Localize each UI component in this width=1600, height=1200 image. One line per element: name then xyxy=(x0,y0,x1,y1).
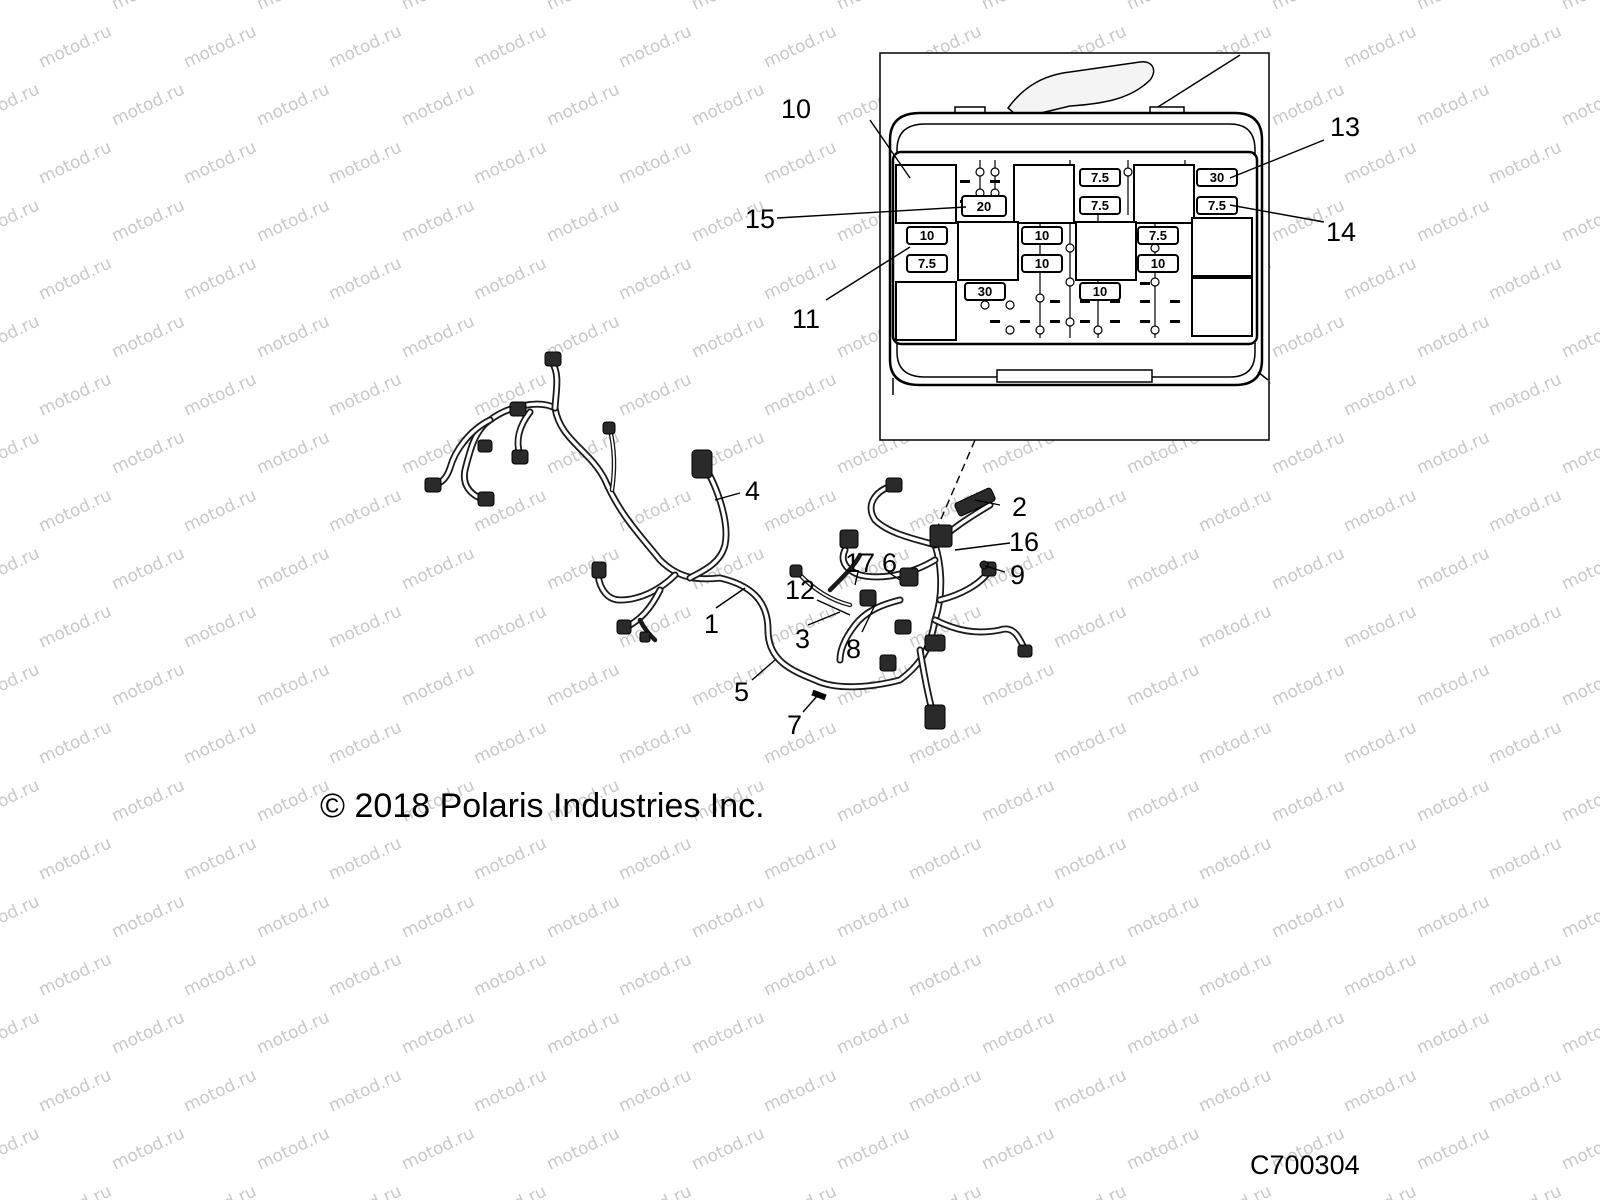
figure-code: C700304 xyxy=(1250,1150,1360,1180)
connector xyxy=(544,351,562,367)
fuse: 10 xyxy=(906,226,948,245)
connector xyxy=(979,560,989,570)
fuse: 7.5 xyxy=(906,254,948,273)
fuse-box-bottom-slot xyxy=(996,369,1153,383)
relay xyxy=(1191,217,1253,277)
fuse-rating: 10 xyxy=(1151,256,1165,271)
fuse-box-handle xyxy=(1006,61,1155,119)
fuse-rating: 10 xyxy=(1035,228,1049,243)
callout-9: 9 xyxy=(1010,560,1025,590)
connector xyxy=(885,477,903,493)
callout-11: 11 xyxy=(792,304,820,334)
callout-14: 14 xyxy=(1326,217,1356,247)
relay xyxy=(1013,164,1075,224)
connector xyxy=(929,524,953,548)
connector xyxy=(839,529,859,549)
fuse: 10 xyxy=(1021,226,1063,245)
fuse-box-detail-inset: 20 10 7.5 30 10 10 7.5 7.5 xyxy=(879,52,1270,441)
callout-17: 17 xyxy=(845,548,875,578)
fuse-rating: 7.5 xyxy=(1208,198,1226,213)
relay xyxy=(1191,277,1253,337)
callout-labels: 1 2 3 4 5 6 7 8 9 10 11 12 13 14 15 16 1… xyxy=(704,94,1360,740)
fuse-rating: 10 xyxy=(1093,284,1107,299)
connector xyxy=(424,477,442,493)
callout-3: 3 xyxy=(795,624,810,654)
fuse-box-housing-rim xyxy=(896,123,1256,378)
connector xyxy=(511,449,529,465)
fuse: 10 xyxy=(1021,254,1063,273)
fuse: 30 xyxy=(964,282,1006,301)
detail-reference-line xyxy=(934,439,976,534)
fuse-rating: 7.5 xyxy=(918,256,936,271)
fuse-rating: 7.5 xyxy=(1091,170,1109,185)
relay xyxy=(895,164,957,224)
connector xyxy=(691,449,713,479)
fuse: 20 xyxy=(961,195,1007,217)
fuse-rating: 30 xyxy=(978,284,992,299)
callout-7: 7 xyxy=(787,710,802,740)
fuse-rating: 7.5 xyxy=(1091,198,1109,213)
harness-clip xyxy=(811,689,827,701)
relays xyxy=(895,164,1253,341)
relay xyxy=(1133,164,1195,224)
fuse-box-lower-edge xyxy=(892,371,1269,395)
connector xyxy=(477,491,495,507)
connector xyxy=(1017,644,1033,658)
relay xyxy=(1075,221,1137,281)
connector xyxy=(954,487,996,517)
fuse: 30 xyxy=(1196,168,1238,187)
fuse: 7.5 xyxy=(1137,226,1179,245)
callout-8: 8 xyxy=(846,634,861,664)
connector xyxy=(924,704,946,730)
callout-5: 5 xyxy=(734,677,749,707)
fuse: 7.5 xyxy=(1079,168,1121,187)
fuse: 7.5 xyxy=(1079,196,1121,215)
callout-2: 2 xyxy=(1012,492,1027,522)
connector xyxy=(789,564,803,578)
connector xyxy=(859,589,877,607)
copyright-notice: © 2018 Polaris Industries Inc. xyxy=(320,787,765,825)
connector xyxy=(509,401,527,417)
callout-16: 16 xyxy=(1009,527,1039,557)
connector xyxy=(602,421,616,435)
callout-leaders xyxy=(714,119,1325,713)
fuse: 7.5 xyxy=(1196,196,1238,215)
connector xyxy=(879,654,897,672)
connector xyxy=(616,619,632,635)
callout-10: 10 xyxy=(781,94,811,124)
fuse-rating: 10 xyxy=(1035,256,1049,271)
connector xyxy=(591,561,607,579)
callout-4: 4 xyxy=(745,476,760,506)
connector xyxy=(924,634,946,652)
connectors xyxy=(424,351,1033,730)
callout-1: 1 xyxy=(704,609,719,639)
fuse: 10 xyxy=(1137,254,1179,273)
handle-line xyxy=(1149,54,1241,113)
callout-12: 12 xyxy=(785,575,815,605)
connector xyxy=(477,439,493,453)
callout-13: 13 xyxy=(1330,112,1360,142)
fuse-rating: 20 xyxy=(977,199,991,214)
fuse-rating: 7.5 xyxy=(1149,228,1167,243)
fuse: 10 xyxy=(1079,282,1121,301)
relay xyxy=(895,281,957,341)
fuse-rating: 10 xyxy=(920,228,934,243)
connector xyxy=(639,631,651,643)
connector xyxy=(894,619,912,635)
relay xyxy=(957,221,1019,281)
fuse-rating: 30 xyxy=(1210,170,1224,185)
callout-6: 6 xyxy=(882,548,897,578)
callout-15: 15 xyxy=(745,204,775,234)
connector xyxy=(899,567,919,587)
